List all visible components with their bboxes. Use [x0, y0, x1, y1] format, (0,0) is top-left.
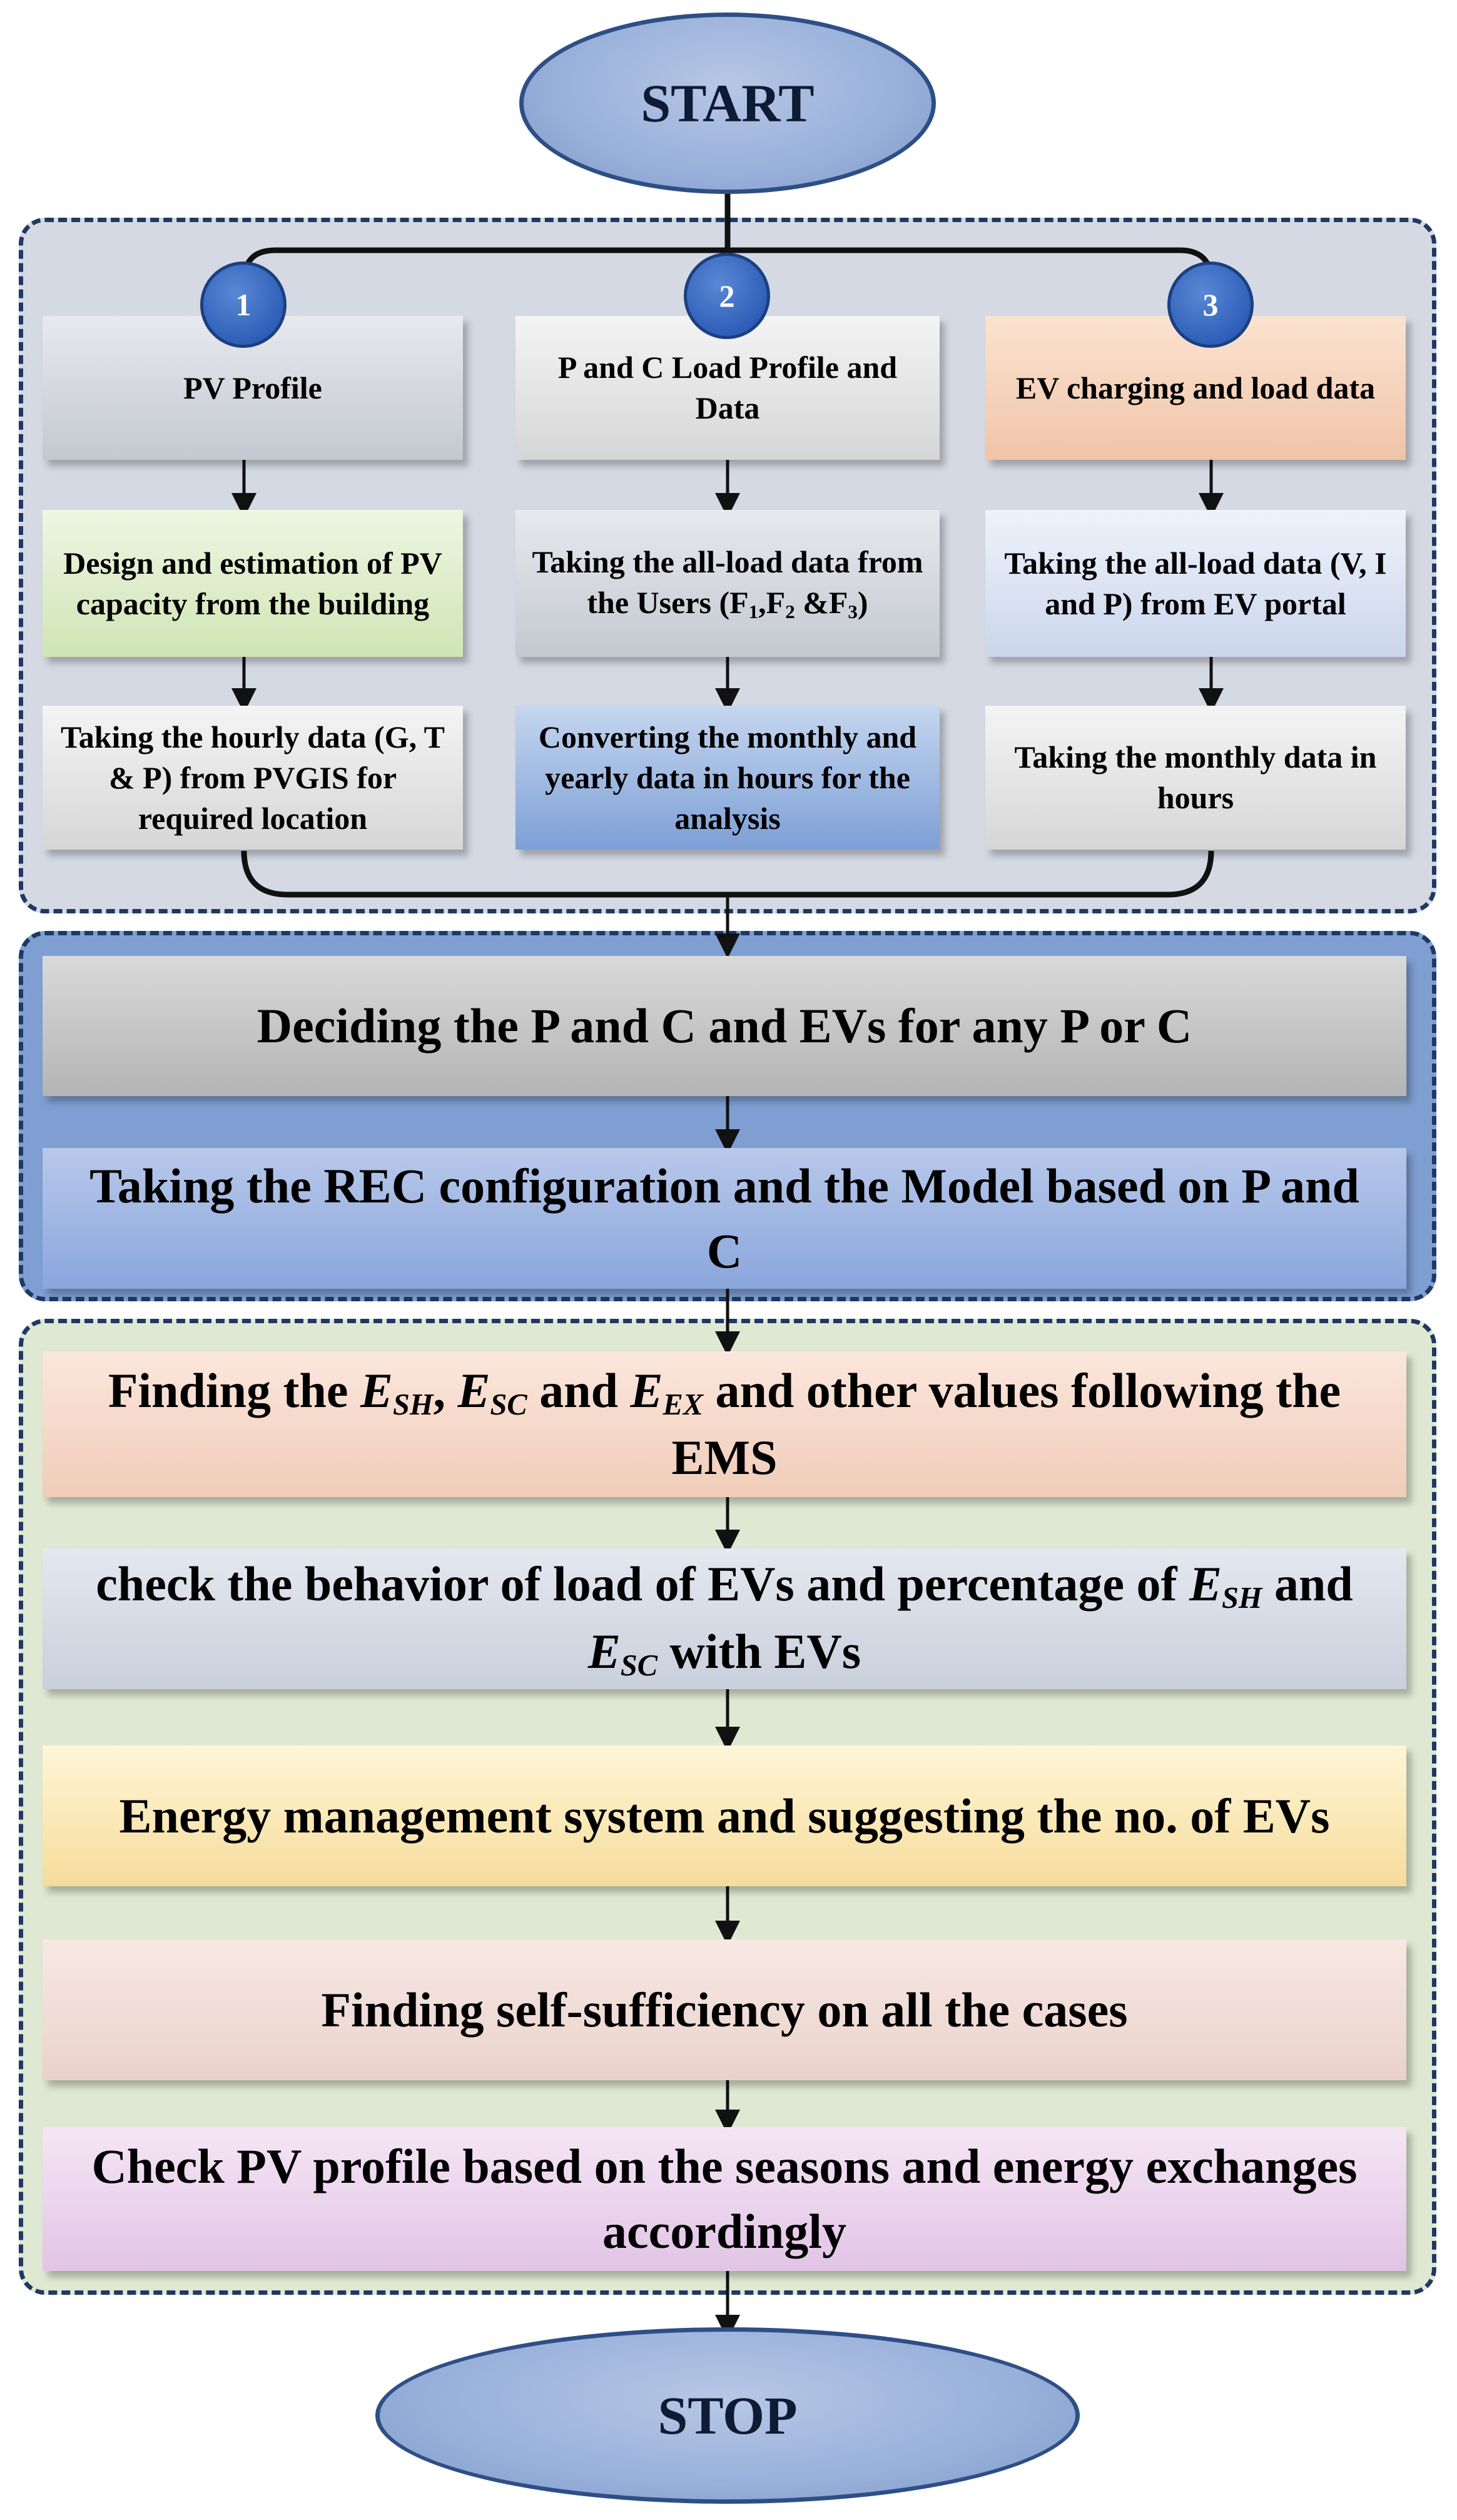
step-number-badge-3: 3 — [1167, 262, 1254, 348]
user-load-data-label: Taking the all-load data from the Users … — [532, 544, 923, 623]
merge-line — [241, 850, 1214, 898]
pv-season-check-label: Check PV profile based on the seasons an… — [91, 2139, 1358, 2258]
start-terminal: START — [519, 13, 936, 194]
energy-values-box: Finding the ESH, ESC and EEX and other v… — [43, 1351, 1406, 1497]
ev-charging-data-box: EV charging and load data — [985, 316, 1406, 460]
pvgis-hourly-data-label: Taking the hourly data (G, T & P) from P… — [60, 719, 445, 836]
monthly-hours-label: Taking the monthly data in hours — [1014, 739, 1377, 815]
load-profile-box: P and C Load Profile and Data — [515, 316, 940, 460]
energy-management-label: Energy management system and suggesting … — [119, 1788, 1330, 1843]
pvgis-hourly-data-box: Taking the hourly data (G, T & P) from P… — [43, 706, 463, 850]
step-number-badge-1: 1 — [200, 262, 287, 348]
decide-p-c-evs-box: Deciding the P and C and EVs for any P o… — [43, 956, 1406, 1096]
stop-terminal: STOP — [375, 2327, 1080, 2504]
self-sufficiency-box: Finding self-sufficiency on all the case… — [43, 1939, 1406, 2080]
pv-season-check-box: Check PV profile based on the seasons an… — [43, 2127, 1406, 2271]
convert-hours-label: Converting the monthly and yearly data i… — [538, 719, 917, 836]
ev-behavior-check-box: check the behavior of load of EVs and pe… — [43, 1548, 1406, 1689]
step-number-badge-2: 2 — [684, 253, 770, 339]
pv-capacity-design-label: Design and estimation of PV capacity fro… — [63, 545, 442, 621]
load-profile-label: P and C Load Profile and Data — [557, 350, 898, 425]
energy-management-box: Energy management system and suggesting … — [43, 1745, 1406, 1886]
decide-p-c-evs-label: Deciding the P and C and EVs for any P o… — [256, 998, 1192, 1054]
ev-portal-data-label: Taking the all-load data (V, I and P) fr… — [1004, 545, 1387, 621]
self-sufficiency-label: Finding self-sufficiency on all the case… — [321, 1982, 1128, 2037]
convert-hours-box: Converting the monthly and yearly data i… — [515, 706, 940, 850]
pv-profile-label: PV Profile — [183, 370, 322, 405]
pv-capacity-design-box: Design and estimation of PV capacity fro… — [43, 510, 463, 657]
ev-behavior-check-label: check the behavior of load of EVs and pe… — [96, 1557, 1353, 1682]
monthly-hours-box: Taking the monthly data in hours — [985, 706, 1406, 850]
rec-configuration-box: Taking the REC configuration and the Mod… — [43, 1148, 1406, 1289]
ev-portal-data-box: Taking the all-load data (V, I and P) fr… — [985, 510, 1406, 657]
ev-charging-data-label: EV charging and load data — [1015, 370, 1376, 405]
rec-configuration-label: Taking the REC configuration and the Mod… — [89, 1158, 1359, 1278]
energy-values-label: Finding the ESH, ESC and EEX and other v… — [108, 1363, 1341, 1485]
user-load-data-box: Taking the all-load data from the Users … — [515, 510, 940, 657]
